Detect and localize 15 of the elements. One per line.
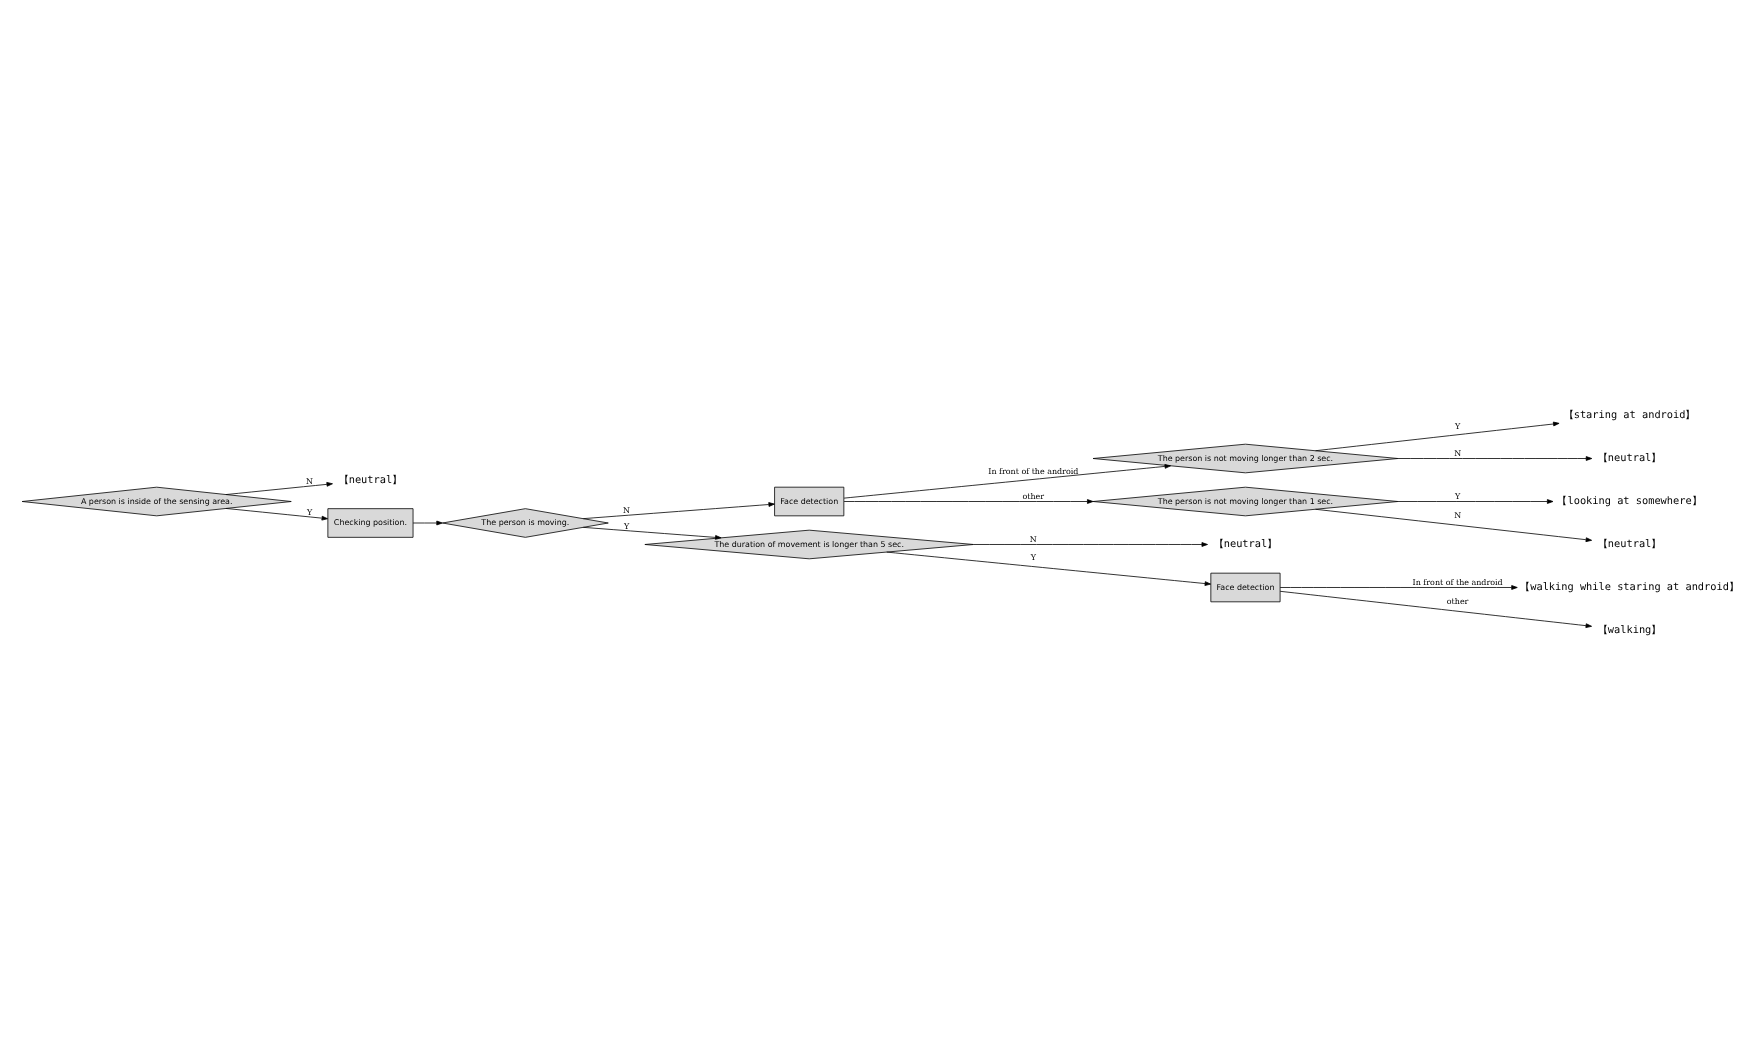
arrow [582, 525, 722, 539]
arrow [1315, 420, 1560, 451]
arrow [843, 498, 1094, 503]
arrow [886, 550, 1212, 585]
arrow [843, 463, 1171, 498]
arrow [1397, 498, 1554, 503]
arrow [582, 501, 775, 519]
arrow [225, 507, 328, 520]
arrow [973, 541, 1208, 546]
arrow [1397, 455, 1593, 460]
arrow [412, 519, 443, 525]
arrow [225, 481, 333, 494]
arrow [1279, 584, 1518, 589]
arrow [1279, 589, 1592, 627]
arrow [1315, 507, 1593, 542]
